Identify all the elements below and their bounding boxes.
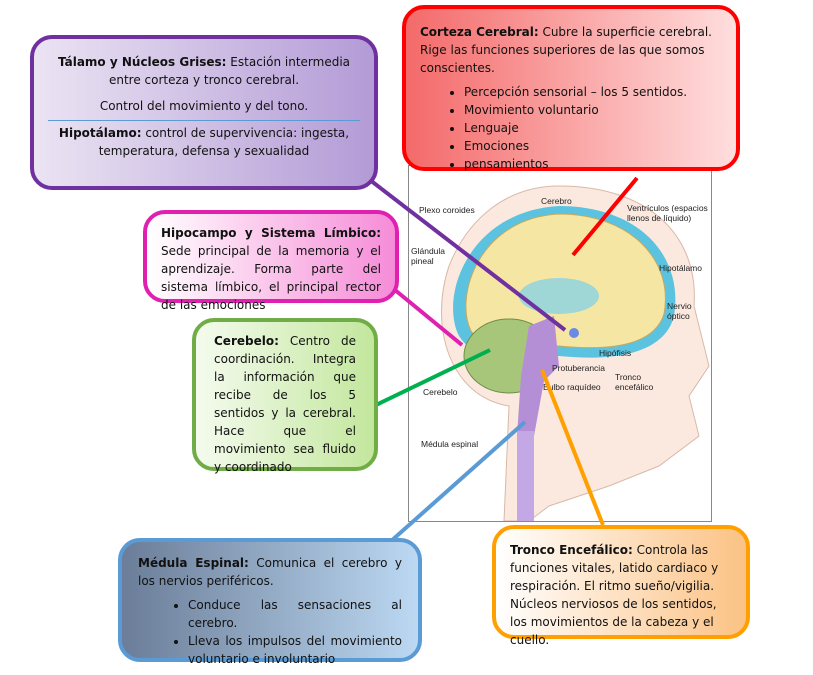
label-medula: Médula espinal bbox=[421, 439, 478, 449]
orange-connector bbox=[540, 369, 605, 526]
tronco-box: Tronco Encefálico: Controla las funcione… bbox=[492, 525, 750, 647]
label-hipotalamo: Hipotálamo bbox=[659, 263, 702, 273]
red-connector bbox=[571, 176, 639, 257]
svg-text:óptico: óptico bbox=[667, 311, 690, 321]
cerebelo-box: Cerebelo: Centro de coordinación. Integr… bbox=[192, 318, 378, 474]
svg-text:pineal: pineal bbox=[411, 256, 434, 266]
label-cerebelo: Cerebelo bbox=[423, 387, 458, 397]
label-ventriculos: Ventrículos (espacios bbox=[627, 203, 708, 213]
corteza-box: Corteza Cerebral: Cubre la superficie ce… bbox=[402, 5, 740, 171]
talamo-box: Tálamo y Núcleos Grises: Estación interm… bbox=[30, 35, 378, 190]
label-tronco: Tronco bbox=[615, 372, 641, 382]
svg-text:encefálico: encefálico bbox=[615, 382, 654, 392]
label-hipofisis: Hipófisis bbox=[599, 348, 631, 358]
label-bulbo: Bulbo raquídeo bbox=[543, 382, 601, 392]
divider bbox=[48, 120, 360, 121]
label-nervio: Nervio bbox=[667, 301, 692, 311]
blue-connector bbox=[388, 420, 527, 544]
medula-box: Médula Espinal: Comunica el cerebro y lo… bbox=[118, 538, 422, 666]
label-cerebro: Cerebro bbox=[541, 196, 572, 206]
label-plexo: Plexo coroides bbox=[419, 205, 475, 215]
label-protuberancia: Protuberancia bbox=[552, 363, 605, 373]
label-glandula: Glándula bbox=[411, 246, 445, 256]
purple-connector bbox=[368, 178, 567, 332]
green-connector bbox=[375, 348, 491, 407]
hipocampo-box: Hipocampo y Sistema Límbico: Sede princi… bbox=[143, 210, 399, 312]
magenta-connector bbox=[393, 288, 464, 347]
svg-text:llenos de líquido): llenos de líquido) bbox=[627, 213, 691, 223]
